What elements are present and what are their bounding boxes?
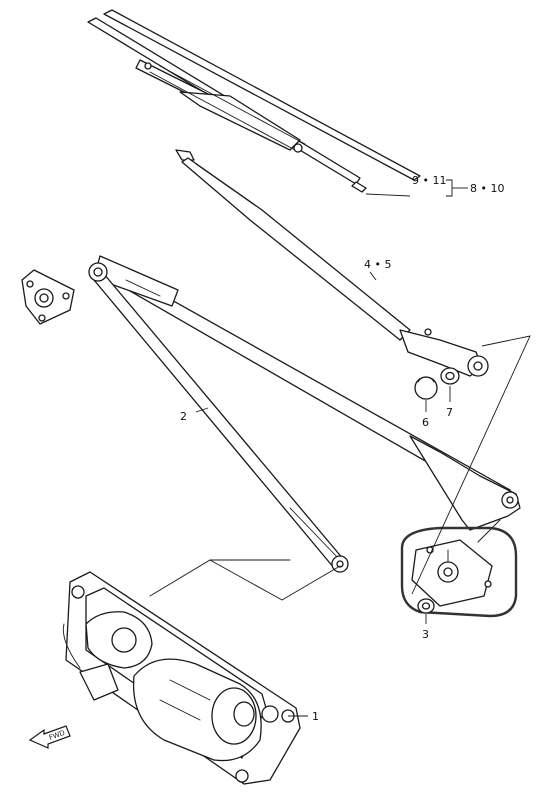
fwd-arrow-icon: FWD [28, 725, 71, 749]
wiper-motor-assembly[interactable] [62, 559, 341, 785]
wiper-arm[interactable] [175, 149, 489, 377]
callout-motor: 1 [312, 710, 319, 723]
callout-arm: 4 • 5 [364, 258, 391, 271]
right-pivot-assembly[interactable] [411, 539, 493, 607]
wiper-linkage[interactable] [88, 255, 521, 573]
callout-linkage: 2 [180, 410, 187, 423]
pivot-highlight-outline [400, 526, 518, 618]
pivot-cap[interactable] [414, 376, 438, 400]
small-nut[interactable] [440, 367, 460, 385]
callout-blade: 9 • 11 [412, 174, 446, 187]
callout-cap: 6 [422, 416, 429, 429]
left-pivot-bracket[interactable] [21, 269, 75, 325]
leader-lines [195, 179, 531, 717]
callout-small-nut: 7 [446, 406, 453, 419]
callout-pivot-nut: 3 [422, 628, 429, 641]
wiper-blade[interactable] [87, 9, 421, 193]
pivot-nut[interactable] [417, 598, 435, 614]
callout-blade-group: 8 • 10 [470, 182, 504, 195]
